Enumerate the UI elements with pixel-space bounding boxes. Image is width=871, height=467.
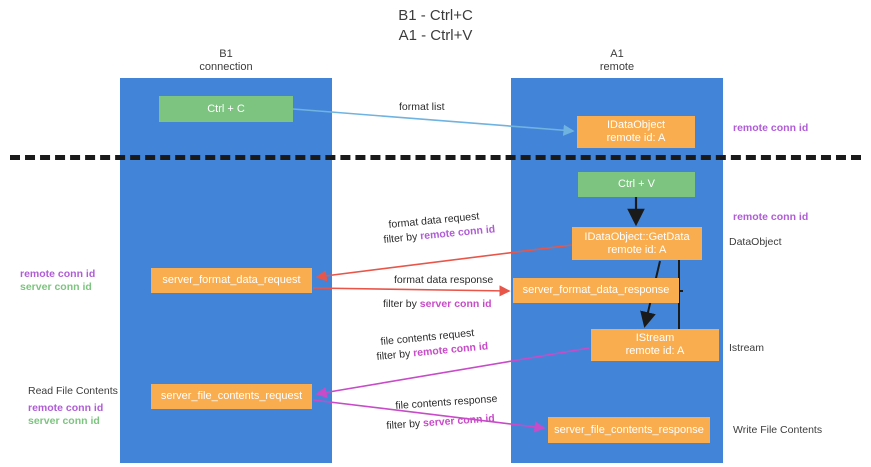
column-header-a1-subtitle: remote [599, 61, 635, 73]
node-server-format-data-request-label: server_format_data_request [162, 274, 301, 286]
caption-fdres-filter-prefix: filter by [383, 298, 420, 310]
label-server-conn-id-left-bottom: server conn id [28, 415, 100, 427]
caption-format-list: format list [399, 101, 445, 113]
column-header-b1: B1 connection [120, 48, 332, 74]
label-read-file-contents: Read File Contents [28, 385, 118, 397]
column-header-b1-subtitle: connection [199, 61, 253, 73]
node-server-file-contents-response[interactable]: server_file_contents_response [548, 417, 710, 443]
label-group-left-bottom: remote conn id server conn id [28, 402, 103, 428]
node-server-format-data-response-label: server_format_data_response [522, 284, 670, 296]
label-dataobject: DataObject [729, 236, 782, 248]
caption-format-data-response: format data response [394, 274, 494, 286]
node-idataobject[interactable]: IDataObject remote id: A [577, 116, 695, 148]
page-title-line-1: B1 - Ctrl+C [398, 7, 473, 24]
label-istream: Istream [729, 342, 765, 354]
label-group-left-mid: remote conn id server conn id [20, 268, 95, 294]
node-getdata-line1: IDataObject::GetData [584, 230, 690, 243]
caption-fdreq-filter-prefix: filter by [383, 230, 421, 246]
node-server-file-contents-response-label: server_file_contents_response [554, 423, 704, 436]
label-write-file-contents: Write File Contents [733, 424, 823, 436]
node-server-file-contents-request[interactable]: server_file_contents_request [151, 384, 312, 409]
caption-fdres-filter-value: server conn id [419, 298, 492, 310]
column-header-a1-name: A1 [610, 48, 624, 60]
node-idataobject-line2: remote id: A [606, 132, 666, 144]
node-ctrl-c[interactable]: Ctrl + C [159, 96, 293, 122]
caption-fcreq-filter-prefix: filter by [376, 347, 414, 363]
label-remote-conn-id-top: remote conn id [733, 122, 809, 134]
column-header-b1-name: B1 [219, 48, 233, 60]
node-istream-line2: remote id: A [625, 345, 685, 357]
caption-fcres-filter-prefix: filter by [386, 417, 424, 432]
node-server-format-data-request[interactable]: server_format_data_request [151, 268, 312, 293]
phase-divider [10, 155, 861, 160]
page-title-line-2: A1 - Ctrl+V [398, 27, 473, 44]
node-istream[interactable]: IStream remote id: A [591, 329, 719, 361]
label-remote-conn-id-mid: remote conn id [733, 211, 809, 223]
label-remote-conn-id-left-bottom: remote conn id [28, 402, 104, 414]
node-server-format-data-response[interactable]: server_format_data_response [513, 278, 679, 303]
label-remote-conn-id-left-mid: remote conn id [20, 268, 96, 280]
node-ctrl-c-label: Ctrl + C [207, 102, 245, 115]
caption-format-data-response-filter: filter by server conn id [383, 298, 492, 311]
node-server-file-contents-request-label: server_file_contents_request [160, 390, 303, 402]
caption-fcres-filter-value: server conn id [422, 412, 496, 430]
label-server-conn-id-left-mid: server conn id [20, 281, 92, 293]
node-ctrl-v-label: Ctrl + V [618, 178, 655, 190]
node-istream-line1: IStream [635, 332, 675, 344]
caption-file-contents-response: file contents response [395, 392, 498, 412]
node-getdata-line2: remote id: A [607, 243, 667, 256]
caption-file-contents-response-filter: filter by server conn id [386, 412, 495, 433]
node-ctrl-v[interactable]: Ctrl + V [578, 172, 695, 197]
column-header-a1: A1 remote [511, 48, 723, 74]
page-title: B1 - Ctrl+C A1 - Ctrl+V [0, 6, 871, 46]
node-idataobject-getdata[interactable]: IDataObject::GetData remote id: A [572, 227, 702, 260]
node-idataobject-line1: IDataObject [606, 119, 666, 131]
